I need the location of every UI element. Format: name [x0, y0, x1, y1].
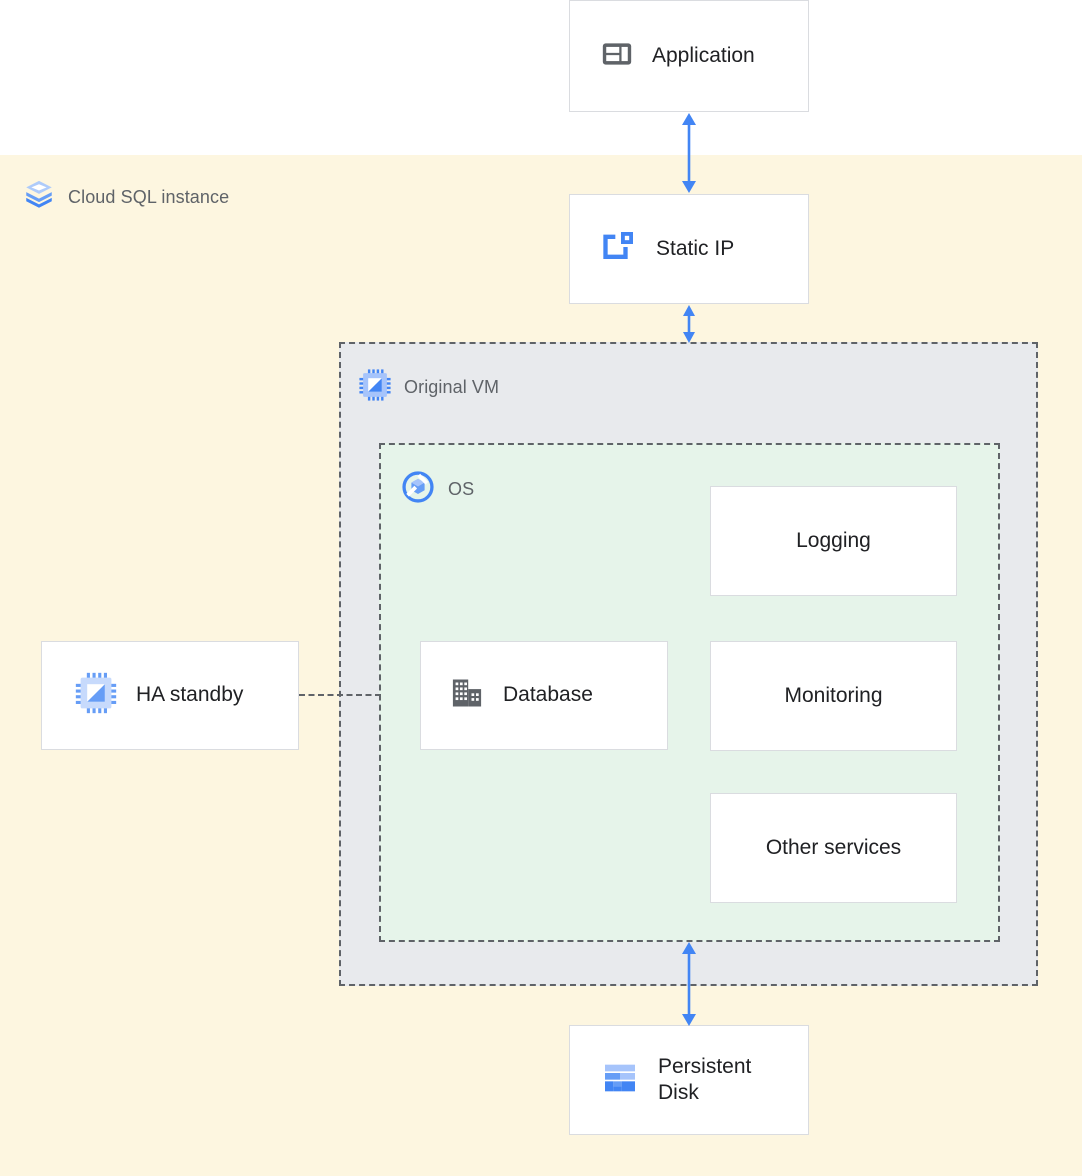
persistent-disk-node-content: Persistent Disk: [600, 1054, 751, 1107]
ha-standby-node-content: HA standby: [74, 671, 243, 720]
persistent-disk-label: Persistent Disk: [658, 1054, 752, 1104]
other-services-node[interactable]: Other services: [710, 793, 957, 903]
database-node[interactable]: Database: [420, 641, 668, 750]
ha-standby-node[interactable]: HA standby: [41, 641, 299, 750]
cloud-sql-instance-label: Cloud SQL instance: [68, 187, 230, 207]
database-label: Database: [503, 683, 593, 707]
persistent-disk-icon: [600, 1058, 640, 1103]
database-building-icon: [449, 675, 485, 716]
monitoring-label: Monitoring: [784, 683, 883, 707]
persistent-disk-node[interactable]: Persistent Disk: [569, 1025, 809, 1135]
database-node-content: Database: [449, 675, 593, 716]
application-icon: [600, 37, 634, 76]
vm-chip-icon: [74, 671, 118, 720]
application-label: Application: [652, 43, 755, 67]
os-label-group: OS: [400, 469, 474, 510]
static-ip-node-content: Static IP: [598, 227, 734, 272]
original-vm-label-group: Original VM: [358, 368, 499, 407]
logging-node[interactable]: Logging: [710, 486, 957, 596]
static-ip-label: Static IP: [656, 236, 735, 260]
ha-standby-label: HA standby: [136, 683, 244, 707]
connector-os-to-persistent-disk: [673, 941, 705, 1032]
static-ip-node[interactable]: Static IP: [569, 194, 809, 304]
other-services-label: Other services: [765, 835, 902, 859]
original-vm-label: Original VM: [404, 377, 500, 397]
connector-ha-standby-to-os: [299, 694, 381, 696]
monitoring-node[interactable]: Monitoring: [710, 641, 957, 751]
connector-application-to-static-ip: [673, 112, 705, 199]
cloud-sql-instance-label-group: Cloud SQL instance: [22, 178, 229, 217]
application-node-content: Application: [600, 37, 755, 76]
static-ip-icon: [598, 227, 638, 272]
os-label: OS: [448, 479, 475, 499]
connector-static-ip-to-original-vm: [673, 304, 705, 349]
cloud-sql-icon: [22, 178, 56, 217]
logging-label: Logging: [796, 528, 871, 552]
os-disc-icon: [400, 469, 436, 510]
application-node[interactable]: Application: [569, 0, 809, 112]
vm-chip-icon: [358, 368, 392, 407]
